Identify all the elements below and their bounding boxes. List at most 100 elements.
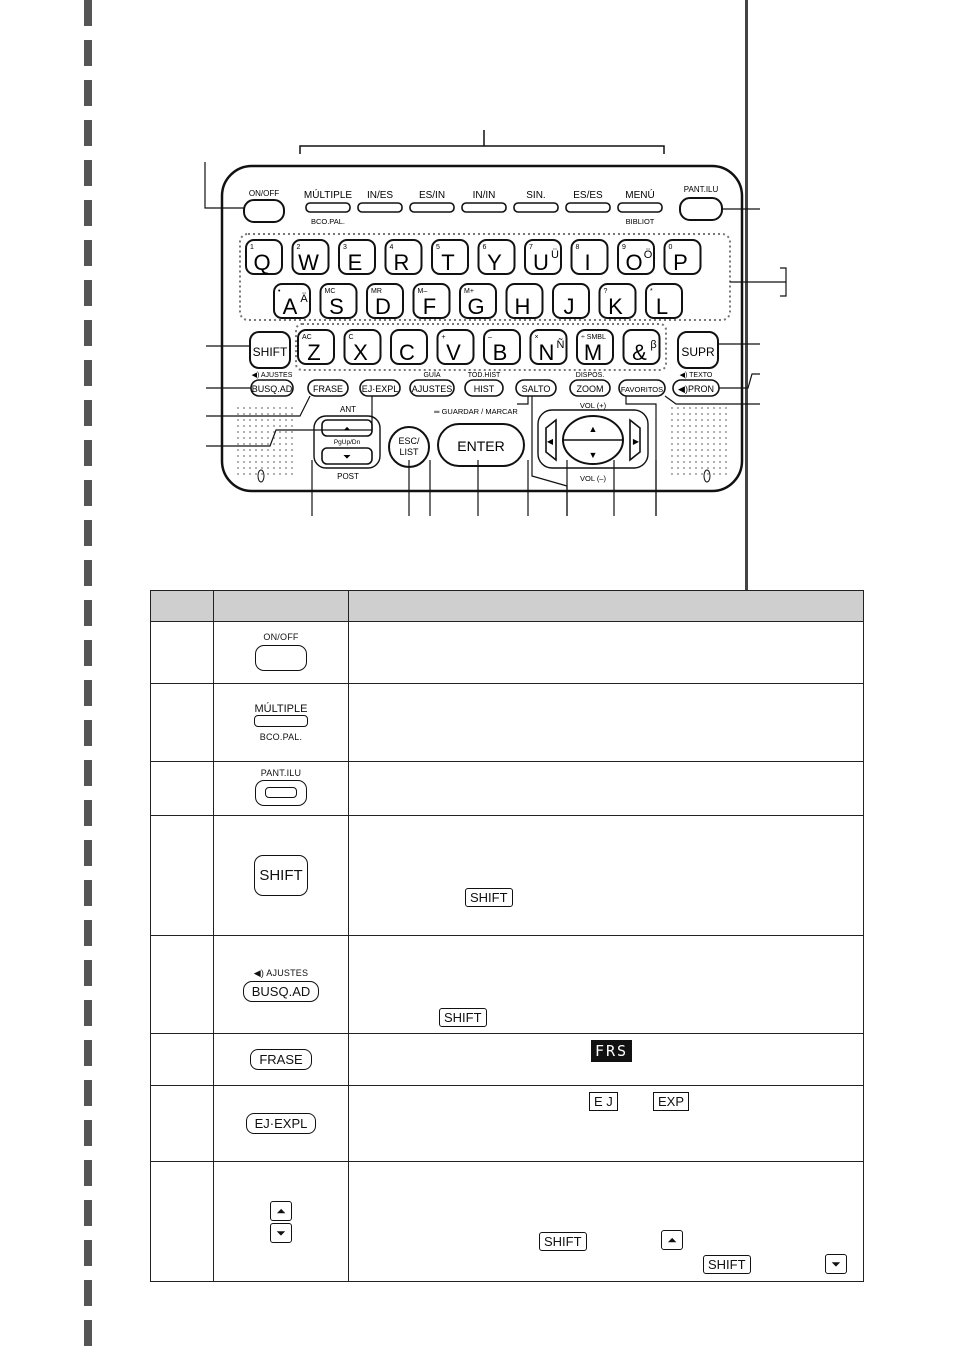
speaker-dot [279,425,281,427]
speaker-dot [261,443,263,445]
speaker-dot [249,419,251,421]
speaker-dot [291,473,293,475]
shift-key-label: SHIFT [253,345,288,359]
speaker-dot [249,425,251,427]
letter-key [529,329,568,365]
speaker-dot [713,455,715,457]
speaker-dot [707,413,709,415]
key-letter: Y [487,250,502,275]
letter-key [617,239,655,275]
speaker-dot [725,473,727,475]
letter-key [645,283,683,319]
speaker-dot [725,467,727,469]
key-sup-label: + [442,334,446,341]
letter-key [431,239,469,275]
onoff-key-label: ON/OFF [263,631,299,642]
todhist-label: TOD.HIST [468,372,501,379]
key-sup-label: • [278,288,281,295]
callout-line [730,267,787,297]
speaker-dot [695,467,697,469]
speaker-dot [243,419,245,421]
speaker-dot [695,461,697,463]
speaker-dot [707,419,709,421]
function-key-label: BUSQ.AD [252,384,293,394]
speaker-dot [719,443,721,445]
speaker-dot [291,443,293,445]
speaker-dot [683,455,685,457]
table-row: FRASE FRS [150,1033,864,1086]
pgupdn-label: PgUp/Dn [334,439,361,446]
speaker-dot [689,413,691,415]
key-sup-label: C [349,334,354,341]
top-key-label: MÚLTIPLE [304,188,352,201]
speaker-dot [695,455,697,457]
speaker-dot [237,473,239,475]
page-keys-frame [313,415,381,469]
cursor-cluster [537,409,649,469]
foot-mark [257,469,265,483]
pantilu-label: PANT.ILU [684,185,719,194]
key-sup-label: 5 [436,244,440,251]
letter-key [343,329,382,365]
speaker-dot [285,437,287,439]
table-row: SHIFT SHIFT [150,815,864,936]
speaker-dot [267,449,269,451]
speaker-dot [701,425,703,427]
key-sup-label: M– [418,288,428,295]
speaker-dot [719,413,721,415]
speaker-dot [707,449,709,451]
shift-key [249,331,291,369]
top-key-label: MENÚ [625,188,654,201]
letter-key [552,283,590,319]
speaker-dot [261,449,263,451]
speaker-dot [249,413,251,415]
callout-line [206,396,373,447]
speaker-dot [677,467,679,469]
table-header-row [150,590,864,622]
top-key-label: ES/IN [419,190,445,201]
speaker-dot [719,473,721,475]
top-key [305,202,351,213]
speaker-dot [695,413,697,415]
speaker-dot [285,467,287,469]
speaker-dot [713,443,715,445]
letter-key [576,329,614,365]
speaker-dot [701,437,703,439]
speaker-dot [725,425,727,427]
speaker-dot [285,443,287,445]
key-letter: U [533,250,549,275]
key-sup-label: ? [604,288,608,295]
key-sup-label: 2 [297,244,301,251]
speaker-dot [671,407,673,409]
page-up-icon: ⏶ [343,424,351,435]
speaker-dot [237,407,239,409]
bibliot-label: BIBLIOT [626,217,655,226]
speaker-dot [689,443,691,445]
key-letter: & [632,340,647,365]
callout-line [531,396,568,516]
header-col-number [150,590,214,622]
speaker-dot [677,449,679,451]
speaker-dot [677,455,679,457]
speaker-dot [689,425,691,427]
key-letter: Z [307,340,320,365]
speaker-dot [237,425,239,427]
speaker-dot [279,449,281,451]
letter-key [245,239,283,275]
speaker-dot [291,461,293,463]
speaker-dot [701,407,703,409]
speaker-dot [713,473,715,475]
key-letter: B [493,340,508,365]
function-key-label: SALTO [522,384,551,394]
speaker-dot [683,413,685,415]
speaker-dot [291,437,293,439]
speaker-dot [261,467,263,469]
speaker-dot [683,443,685,445]
top-key-label: IN/IN [473,190,496,201]
speaker-dot [683,419,685,421]
shift-inline-key: SHIFT [703,1255,751,1274]
speaker-dot [237,467,239,469]
multiple-key-icon [254,715,308,727]
callout-line [719,373,760,389]
speaker-dot [701,419,703,421]
